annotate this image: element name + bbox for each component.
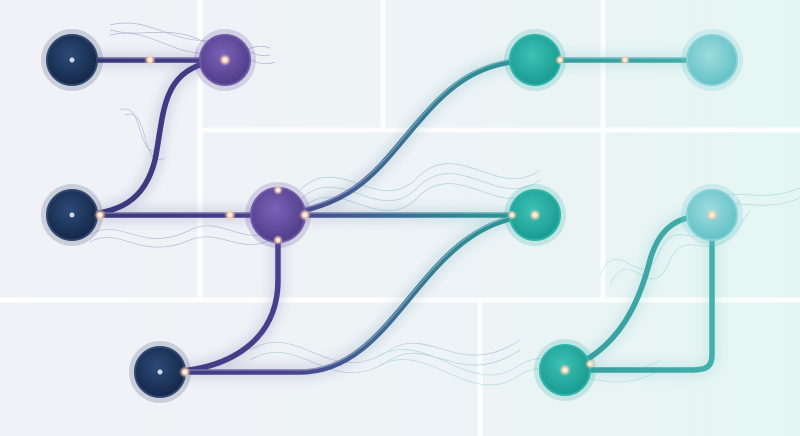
spark bbox=[224, 209, 236, 221]
spark bbox=[273, 185, 283, 195]
spark bbox=[94, 209, 106, 221]
spark bbox=[555, 55, 565, 65]
spark bbox=[585, 359, 595, 369]
spark bbox=[179, 366, 191, 378]
spark bbox=[706, 209, 718, 221]
node-n7[interactable] bbox=[681, 29, 743, 91]
sparks bbox=[94, 54, 718, 378]
edge-n4-n6 bbox=[275, 57, 538, 218]
spark bbox=[559, 364, 571, 376]
spark bbox=[219, 54, 231, 66]
spark bbox=[299, 209, 311, 221]
edge-n9-n10-curve bbox=[562, 212, 715, 373]
spark bbox=[529, 209, 541, 221]
node-n5[interactable] bbox=[129, 341, 191, 403]
spark bbox=[144, 54, 156, 66]
spark bbox=[620, 55, 630, 65]
node-n6[interactable] bbox=[504, 29, 566, 91]
spark bbox=[507, 210, 517, 220]
edge-n10-n9-loop bbox=[562, 212, 715, 373]
edge-n5-n8 bbox=[157, 212, 538, 375]
spark bbox=[273, 235, 283, 245]
node-n3[interactable] bbox=[41, 184, 103, 246]
node-n1[interactable] bbox=[41, 29, 103, 91]
edge-n2-n3 bbox=[69, 57, 228, 218]
